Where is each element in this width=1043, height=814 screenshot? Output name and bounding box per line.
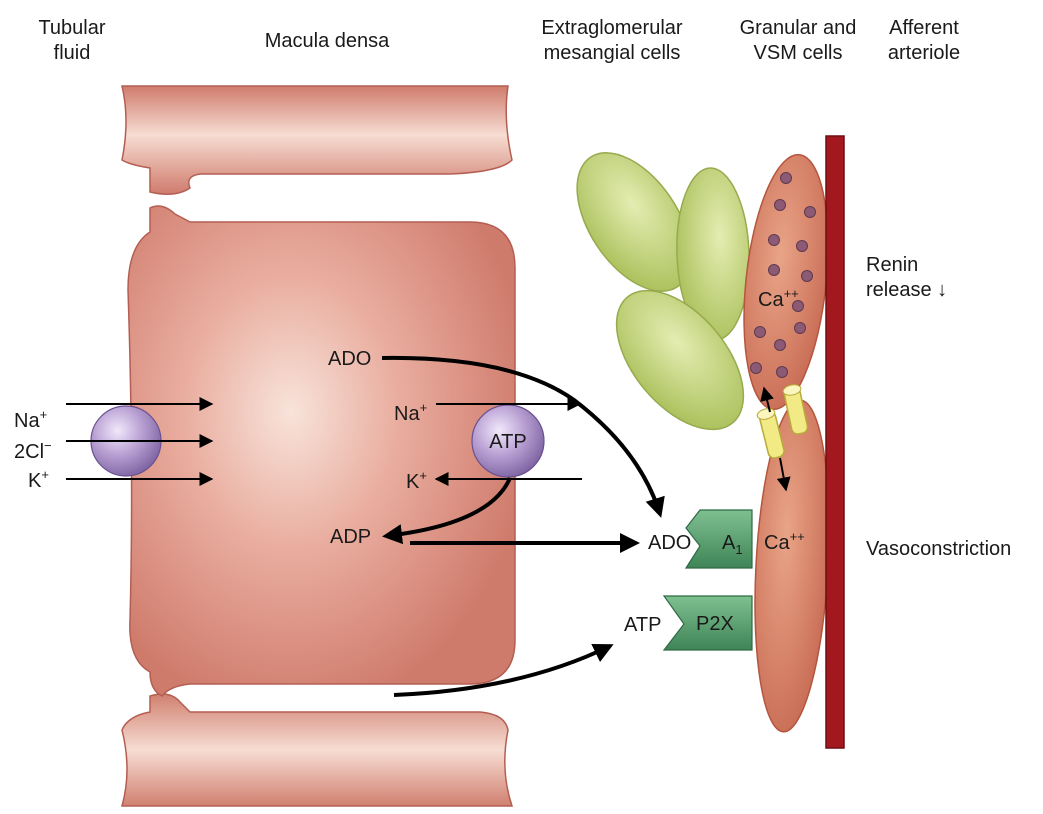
ado-label: ADO <box>328 348 371 370</box>
renin-granules <box>750 172 816 378</box>
renin-label-line1: Renin <box>866 254 918 276</box>
header-extraglomerular-line2: mesangial cells <box>544 42 681 64</box>
ado-receptor-label: ADO <box>648 532 691 554</box>
ado-to-receptor-arrow <box>381 355 665 518</box>
mesangial-cell-1 <box>576 152 692 292</box>
cell-labels: ADO Na+ K+ ADP <box>328 348 427 548</box>
header-extraglomerular-line1: Extraglomerular <box>541 17 683 39</box>
extracellular-labels: ADO ATP <box>624 532 691 636</box>
header-tubular-fluid-line1: Tubular <box>38 17 105 39</box>
mesangial-cell-3 <box>615 289 745 431</box>
cl-ion-label: 2Cl− <box>14 438 52 463</box>
outcome-labels: Renin release ↓ Vasoconstriction <box>866 254 1011 560</box>
header-afferent-line1: Afferent <box>889 17 959 39</box>
atp-pump-label: ATP <box>489 431 526 453</box>
calcium-labels: Ca++ Ca++ <box>758 286 805 554</box>
calcium-granular-label: Ca++ <box>758 286 799 311</box>
macula-densa-cell <box>127 205 516 697</box>
k-ion-label: K+ <box>28 467 49 492</box>
a1-receptor: A1 <box>684 509 753 569</box>
lower-tubule-cell <box>121 693 514 807</box>
luminal-ion-labels: Na+ 2Cl− K+ <box>14 407 52 492</box>
adp-label: ADP <box>330 526 371 548</box>
na-k-atpase: ATP <box>471 404 545 478</box>
atp-to-adp-arrow <box>382 477 512 545</box>
upper-tubule-cell <box>121 85 513 195</box>
header-afferent-line2: arteriole <box>888 42 960 64</box>
na-pump-label: Na+ <box>394 400 427 425</box>
arrows <box>66 355 791 697</box>
ca-down-arrow <box>776 457 791 492</box>
header-granular-line2: VSM cells <box>754 42 843 64</box>
ca-up-arrow <box>760 386 774 413</box>
k-pump-label: K+ <box>406 468 427 493</box>
header-granular-line1: Granular and <box>740 17 857 39</box>
granular-cell <box>743 153 829 411</box>
header-macula-densa: Macula densa <box>265 30 390 52</box>
p2x-label: P2X <box>696 613 734 635</box>
column-headers: Tubular fluid Macula densa Extraglomerul… <box>38 17 960 64</box>
na-ion-label: Na+ <box>14 407 47 432</box>
calcium-vsm-label: Ca++ <box>764 529 805 554</box>
mesangial-cells <box>576 152 750 431</box>
header-tubular-fluid-line2: fluid <box>54 42 91 64</box>
vsm-cell <box>754 399 830 733</box>
renin-label-line2: release ↓ <box>866 279 947 301</box>
vasoconstriction-label: Vasoconstriction <box>866 538 1011 560</box>
p2x-receptor: P2X <box>662 595 753 651</box>
atp-release-arrow <box>393 644 614 697</box>
a1-label: A1 <box>722 532 743 557</box>
atp-receptor-label: ATP <box>624 614 661 636</box>
afferent-arteriole-wall <box>825 135 845 749</box>
